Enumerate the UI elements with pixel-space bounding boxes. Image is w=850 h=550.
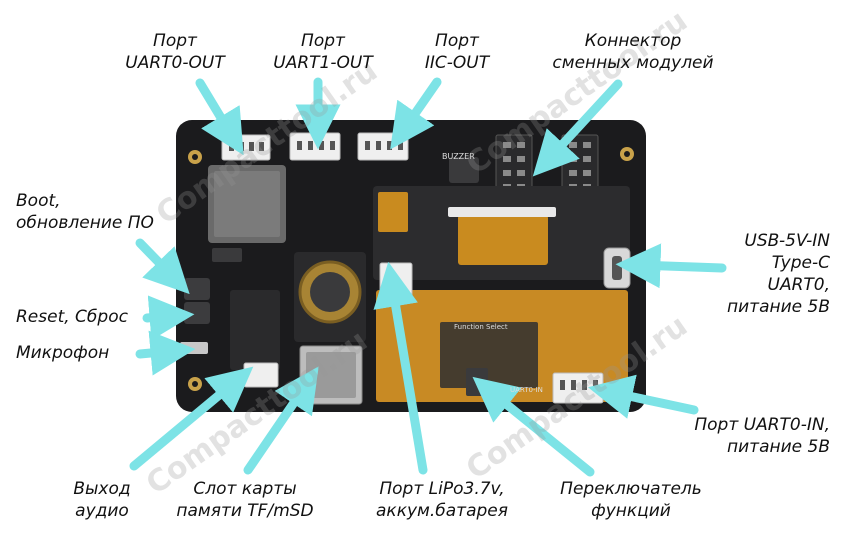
arrow-iic-out [390, 77, 442, 150]
arrow-uart0-out [195, 78, 244, 156]
microphone [180, 342, 208, 354]
function-switch [466, 368, 488, 396]
label-uart0-in: Порт UART0-IN,питание 5В [694, 415, 830, 457]
arrow-mic [135, 330, 196, 376]
arrow-usb [615, 243, 727, 289]
arrow-uart0-in [587, 374, 699, 419]
arrow-sd [243, 366, 319, 475]
label-reset: Reset, Сброс [16, 307, 128, 327]
arrow-connector [532, 79, 623, 177]
buzzer [449, 157, 479, 183]
label-lipo: Порт LiPo3.7v,аккум.батарея [376, 479, 508, 521]
arrow-switch [472, 376, 595, 477]
uart0-in-silk: UART0-IN [510, 386, 543, 394]
arrow-reset [142, 295, 195, 341]
boot-button [184, 278, 210, 300]
arrow-boot [135, 238, 190, 295]
fpc-ribbon [458, 215, 548, 265]
function-select-silk: Function Select [454, 323, 508, 331]
buzzer-silk: BUZZER [442, 152, 475, 161]
label-mic: Микрофон [16, 343, 110, 363]
callout-arrows [129, 77, 727, 477]
label-boot: Boot,обновление ПО [16, 191, 154, 233]
arrow-lipo [373, 261, 428, 475]
reset-button [184, 302, 210, 324]
arrow-audio [129, 366, 254, 471]
